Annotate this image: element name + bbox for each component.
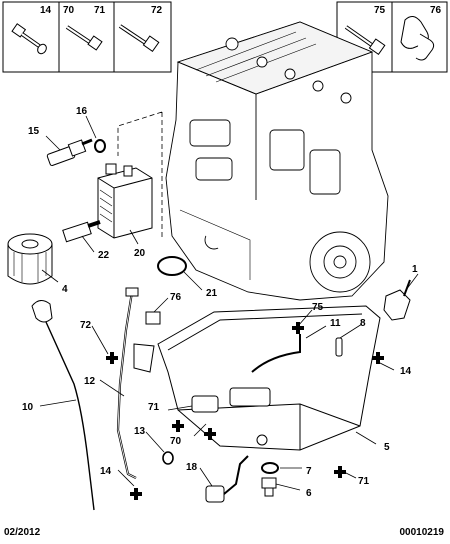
oil-level-sensor xyxy=(205,455,249,503)
dipstick-guide-tube xyxy=(116,287,155,479)
cooler-union-screw xyxy=(62,220,101,243)
drain-plug-seal xyxy=(261,462,279,474)
legend-label-71: 71 xyxy=(94,5,106,16)
callout-15: 15 xyxy=(28,126,40,137)
callout-20: 20 xyxy=(134,248,146,259)
engine-block xyxy=(165,21,389,301)
fastener-marker xyxy=(204,428,216,440)
flange-screw-icon xyxy=(11,23,47,55)
callout-4: 4 xyxy=(62,284,68,295)
bolt-icon xyxy=(344,25,386,56)
fastener-marker xyxy=(334,466,346,478)
leader-lines xyxy=(39,115,419,491)
fastener-marker xyxy=(172,420,184,432)
callout-21: 21 xyxy=(206,288,218,299)
callout-14a: 14 xyxy=(100,466,112,477)
callout-5: 5 xyxy=(384,442,390,453)
drain-plug xyxy=(261,477,277,497)
callout-11: 11 xyxy=(330,318,341,329)
part-76-marker xyxy=(145,311,161,325)
callout-10: 10 xyxy=(22,402,34,413)
footer-reference: 00010219 xyxy=(399,527,445,538)
oil-pickup-tube xyxy=(251,334,301,373)
callout-71a: 71 xyxy=(148,402,160,413)
callout-70: 70 xyxy=(170,436,182,447)
seal-washer xyxy=(94,139,106,153)
oil-sump xyxy=(157,305,381,451)
callout-16: 16 xyxy=(76,106,88,117)
footer-date: 02/2012 xyxy=(4,527,41,538)
callout-13: 13 xyxy=(134,426,146,437)
callout-7: 7 xyxy=(306,466,312,477)
legend-box-right: 75 76 xyxy=(336,1,448,73)
callout-labels: 1 4 5 6 7 8 10 11 12 13 14 14 15 16 18 2… xyxy=(22,106,418,499)
callout-71b: 71 xyxy=(358,476,370,487)
callout-1: 1 xyxy=(412,264,418,275)
oil-pressure-switch xyxy=(46,138,93,167)
legend-label-76: 76 xyxy=(430,5,442,16)
sensor-bracket xyxy=(383,279,411,321)
oil-cooler xyxy=(97,163,153,239)
fastener-marker xyxy=(130,488,142,500)
oil-filter xyxy=(7,233,53,285)
callout-12: 12 xyxy=(84,376,96,387)
callout-14b: 14 xyxy=(400,366,412,377)
stud-screw-icon xyxy=(65,25,103,51)
callout-8: 8 xyxy=(360,318,366,329)
assembly-guide-dashed xyxy=(117,111,163,240)
fastener-marker xyxy=(106,352,118,364)
o-ring xyxy=(157,256,187,276)
callout-76: 76 xyxy=(170,292,182,303)
locating-pin xyxy=(335,337,343,357)
legend-label-72: 72 xyxy=(151,5,163,16)
dipstick xyxy=(31,300,95,511)
callout-75: 75 xyxy=(312,302,324,313)
legend-label-70: 70 xyxy=(63,5,75,16)
callout-72: 72 xyxy=(80,320,92,331)
clip-icon xyxy=(400,16,435,61)
fastener-marker xyxy=(372,352,384,364)
hex-bolt-icon xyxy=(118,24,160,53)
callout-22: 22 xyxy=(98,250,110,261)
callout-6: 6 xyxy=(306,488,312,499)
fastener-marker xyxy=(292,322,304,334)
legend-label-75: 75 xyxy=(374,5,386,16)
legend-label-14: 14 xyxy=(40,5,52,16)
legend-box-left: 14 70 71 72 xyxy=(2,1,172,73)
tube-seal xyxy=(162,451,174,465)
fastener-markers xyxy=(106,322,384,500)
callout-18: 18 xyxy=(186,462,198,473)
